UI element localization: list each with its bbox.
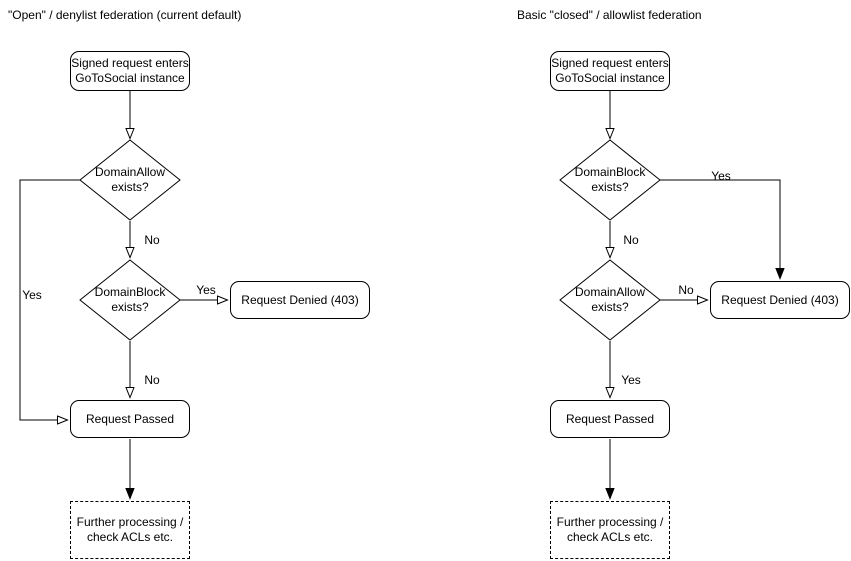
edge-right-decision1-yes-to-denied bbox=[660, 179, 780, 278]
node-left-decision2-diamond bbox=[79, 259, 181, 341]
edge-label-left-decision2-yes: Yes bbox=[196, 283, 216, 297]
edge-label-right-decision2-yes: Yes bbox=[621, 373, 641, 387]
node-left-start: Signed request enters GoToSocial instanc… bbox=[70, 51, 190, 91]
left-chart-title: "Open" / denylist federation (current de… bbox=[8, 8, 242, 22]
edge-label-right-decision1-yes: Yes bbox=[711, 169, 731, 183]
node-right-decision1-label: DomainBlock exists? bbox=[574, 165, 646, 194]
edge-label-right-decision1-no: No bbox=[623, 233, 639, 247]
node-right-decision2-label: DomainAllow exists? bbox=[574, 285, 646, 314]
node-left-decision2-label: DomainBlock exists? bbox=[94, 285, 166, 314]
node-right-start: Signed request enters GoToSocial instanc… bbox=[550, 51, 670, 91]
right-chart-title: Basic "closed" / allowlist federation bbox=[517, 8, 702, 22]
node-right-further-processing: Further processing / check ACLs etc. bbox=[550, 501, 670, 559]
node-right-passed: Request Passed bbox=[550, 400, 670, 438]
node-right-decision1-diamond bbox=[559, 139, 661, 221]
edge-label-left-decision1-no: No bbox=[144, 233, 160, 247]
edge-label-left-decision2-no: No bbox=[144, 373, 160, 387]
node-left-passed: Request Passed bbox=[70, 400, 190, 438]
edge-label-left-decision1-yes: Yes bbox=[22, 288, 42, 302]
node-right-denied: Request Denied (403) bbox=[710, 281, 850, 319]
node-left-decision1-label: DomainAllow exists? bbox=[94, 165, 166, 194]
edge-label-right-decision2-no: No bbox=[678, 283, 694, 297]
node-left-denied: Request Denied (403) bbox=[230, 281, 370, 319]
node-left-further-processing: Further processing / check ACLs etc. bbox=[70, 501, 190, 559]
node-right-decision2-diamond bbox=[559, 259, 661, 341]
node-left-decision1-diamond bbox=[79, 139, 181, 221]
edge-left-decision1-yes-to-passed bbox=[19, 179, 80, 420]
